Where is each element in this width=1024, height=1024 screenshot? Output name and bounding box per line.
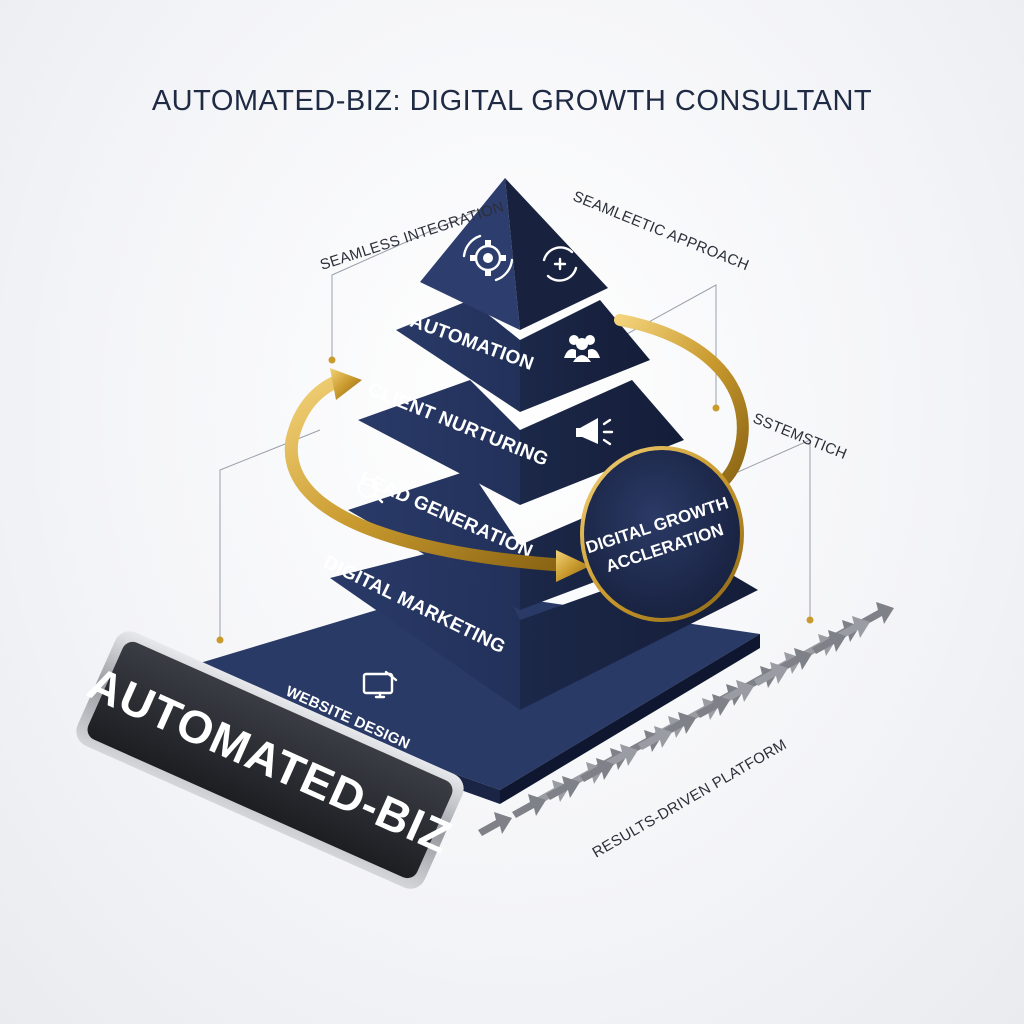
monitor-icon (362, 670, 398, 699)
users-icon (564, 335, 600, 362)
digital-growth-circle: DIGITAL GROWTH ACCLERATION (580, 446, 744, 622)
chevron-arrow-icon (720, 680, 754, 704)
chevron-arrow-icon (638, 726, 672, 750)
pyramid-apex (420, 178, 608, 330)
chevron-arrow-icon (754, 662, 788, 686)
chevron-arrow-icon (860, 602, 894, 626)
page-title: AUTOMATED-BIZ: DIGITAL GROWTH CONSULTANT (152, 85, 872, 117)
chevron-arrow-icon (836, 616, 870, 640)
chevron-arrow-icon (696, 694, 730, 718)
side-label-sstemstich: SSTEMSTICH (751, 410, 850, 463)
pyramid-tier-client-nurturing (358, 380, 684, 505)
chevron-arrow-icon (512, 794, 546, 818)
chevron-arrow-icon (812, 630, 846, 654)
side-label-approach: SEAMLEETIC APPROACH (571, 188, 752, 274)
chevron-arrow-icon (478, 812, 512, 836)
megaphone-icon (576, 418, 614, 446)
cycle-plus-icon (542, 246, 578, 282)
search-icon (357, 477, 384, 504)
chevron-arrow-icon (580, 758, 614, 782)
gear-cycle-icon (462, 234, 514, 282)
chevron-arrow-icon (604, 744, 638, 768)
chevron-arrow-field (478, 602, 894, 836)
chevron-arrow-icon (662, 712, 696, 736)
gold-cycle-arrow (284, 314, 749, 582)
chevron-arrow-icon (546, 776, 580, 800)
chevron-arrow-icon (778, 648, 812, 672)
